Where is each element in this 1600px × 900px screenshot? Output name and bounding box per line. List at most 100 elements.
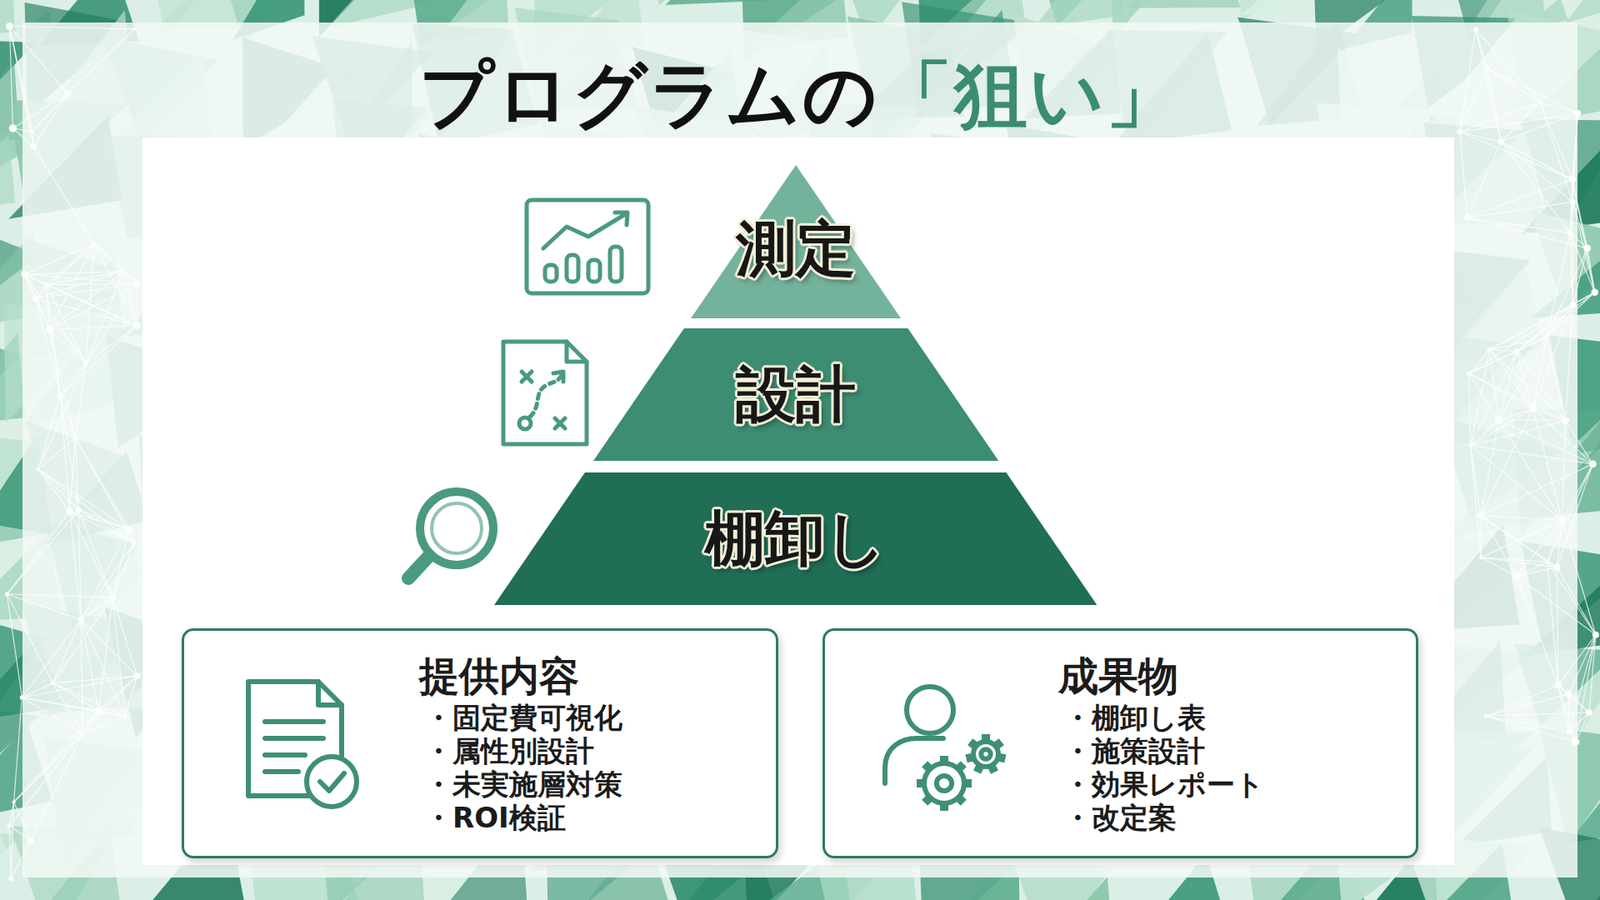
- decor-shape: [1467, 201, 1573, 218]
- decor-shape: [1500, 113, 1578, 142]
- decor-shape: [35, 243, 95, 299]
- decor-shape: [1490, 350, 1534, 410]
- decor-shape: [1485, 66, 1490, 70]
- slide-title: プログラムの「狙い」: [419, 55, 1181, 136]
- decor-shape: [27, 837, 34, 844]
- decor-shape: [1572, 113, 1578, 202]
- decor-shape: [60, 395, 70, 512]
- decor-shape: [955, 794, 967, 806]
- decor-shape: [965, 752, 975, 763]
- decor-shape: [9, 733, 83, 826]
- decor-shape: [33, 93, 68, 147]
- list-item: ・施策設計: [1063, 734, 1416, 768]
- decor-shape: [78, 510, 135, 544]
- decor-shape: [6, 511, 70, 595]
- decor-shape: [95, 707, 103, 715]
- decor-shape: [80, 620, 125, 717]
- decor-shape: [5, 22, 14, 30]
- decor-shape: [1485, 715, 1570, 732]
- decor-shape: [543, 213, 627, 249]
- document-check-icon: [248, 681, 357, 807]
- decor-shape: [1480, 557, 1517, 577]
- decor-shape: [1516, 575, 1559, 685]
- box-heading: 成果物: [1058, 650, 1416, 701]
- decor-shape: [955, 760, 967, 773]
- decor-shape: [1533, 337, 1547, 410]
- decor-shape: [545, 265, 557, 282]
- decor-shape: [25, 274, 138, 326]
- tier-label: 測定: [735, 215, 856, 282]
- deliverable-box: 成果物・棚卸し表・施策設計・効果レポート・改定案: [822, 628, 1419, 859]
- decor-shape: [1473, 26, 1479, 32]
- decor-shape: [25, 243, 95, 275]
- decor-shape: [916, 779, 925, 788]
- decor-shape: [980, 749, 990, 759]
- decor-shape: [78, 510, 81, 620]
- decor-shape: [1490, 292, 1595, 350]
- decor-shape: [1498, 351, 1517, 420]
- decor-shape: [0, 134, 15, 216]
- decor-shape: [50, 330, 61, 396]
- decor-shape: [50, 283, 138, 330]
- decor-shape: [1544, 335, 1549, 340]
- decor-shape: [92, 241, 96, 245]
- decor-shape: [1480, 557, 1548, 562]
- band-fill: [494, 472, 1097, 605]
- decor-shape: [10, 26, 135, 30]
- decor-shape: [1466, 371, 1471, 376]
- decor-shape: [10, 26, 35, 147]
- decor-shape: [553, 371, 564, 382]
- decor-shape: [1490, 350, 1566, 421]
- decor-shape: [555, 418, 565, 429]
- decor-shape: [56, 392, 65, 400]
- decor-shape: [615, 212, 628, 225]
- decor-shape: [431, 503, 482, 554]
- decor-shape: [136, 283, 139, 325]
- decor-shape: [35, 298, 61, 396]
- decor-shape: [30, 143, 37, 150]
- decor-shape: [52, 620, 81, 684]
- decor-shape: [1464, 214, 1471, 221]
- decor-shape: [1460, 113, 1579, 132]
- decor-shape: [60, 395, 79, 510]
- decor-shape: [503, 341, 587, 445]
- decor-shape: [265, 769, 299, 775]
- decor-shape: [521, 371, 532, 382]
- decor-shape: [992, 738, 1005, 750]
- decor-shape: [1570, 179, 1573, 234]
- decor-shape: [965, 734, 1006, 775]
- decor-shape: [65, 508, 74, 516]
- decor-shape: [1030, 876, 1113, 900]
- decor-shape: [25, 274, 50, 330]
- decor-shape: [1469, 350, 1490, 374]
- decor-shape: [1516, 520, 1563, 576]
- decor-shape: [85, 325, 137, 364]
- decor-shape: [320, 773, 345, 791]
- pyramid-top: 測定: [690, 165, 901, 319]
- decor-shape: [1571, 738, 1580, 747]
- tier-label: 設計: [735, 361, 856, 428]
- decor-shape: [1484, 714, 1488, 718]
- decor-shape: [1589, 635, 1596, 713]
- decor-shape: [1469, 373, 1471, 445]
- decor-shape: [1565, 305, 1574, 421]
- decor-shape: [132, 27, 136, 31]
- decor-shape: [265, 719, 324, 725]
- decor-shape: [408, 555, 430, 579]
- decor-shape: [1460, 131, 1502, 142]
- decor-shape: [996, 752, 1007, 763]
- decor-shape: [80, 529, 130, 620]
- decor-shape: [123, 271, 137, 326]
- decor-shape: [1467, 179, 1573, 218]
- decor-shape: [1572, 179, 1595, 293]
- decor-shape: [78, 510, 130, 530]
- decor-shape: [9, 825, 31, 840]
- decor-shape: [1516, 351, 1566, 421]
- decor-shape: [38, 469, 79, 510]
- decor-shape: [1572, 248, 1588, 305]
- decor-shape: [530, 375, 562, 417]
- decor-shape: [1572, 201, 1574, 305]
- decor-shape: [32, 93, 68, 132]
- decor-shape: [1540, 102, 1572, 180]
- decor-shape: [1569, 635, 1596, 733]
